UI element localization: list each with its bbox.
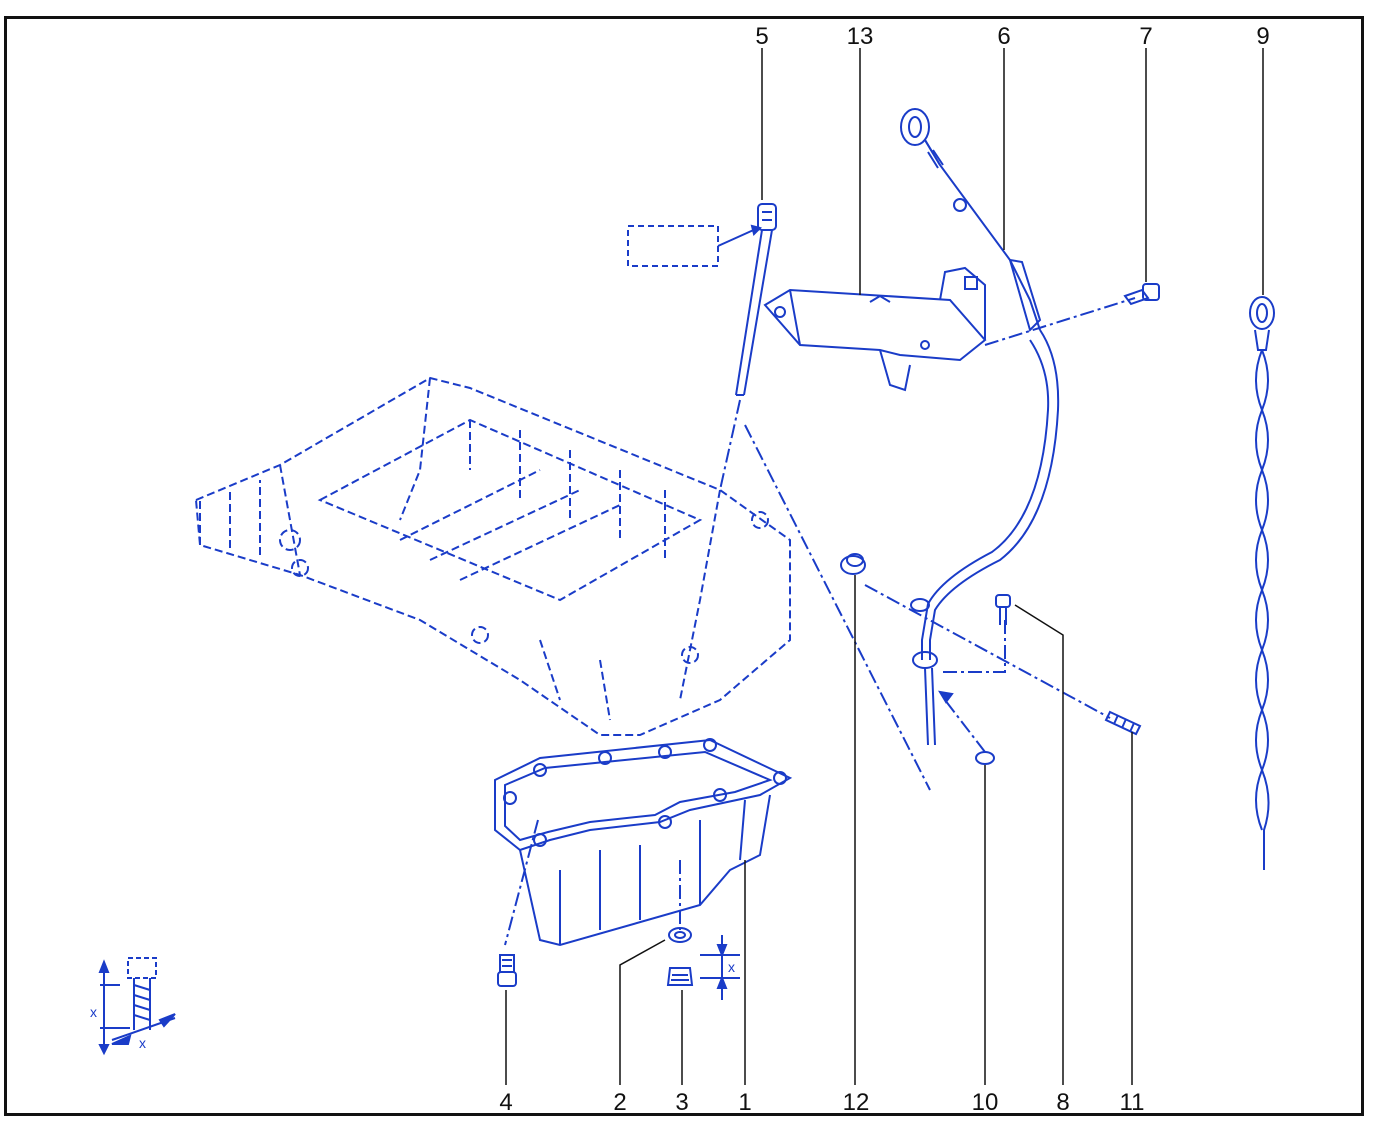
callout-4: 4 — [499, 1089, 512, 1116]
oil-sump-upper-housing — [194, 376, 791, 736]
callout-6: 6 — [997, 23, 1010, 50]
alignment-line-7 — [984, 297, 1136, 346]
callout-7: 7 — [1139, 23, 1152, 50]
oil-pan — [494, 738, 793, 947]
drain-plug — [666, 967, 694, 986]
grommet — [840, 553, 866, 575]
callout-13: 13 — [847, 23, 874, 50]
o-ring — [975, 751, 995, 765]
dipstick — [1249, 296, 1275, 870]
plug-dimension-label: x — [728, 959, 735, 975]
diagram-frame — [4, 16, 1364, 1116]
drain-plug-seal — [668, 927, 692, 943]
alignment-line-8 — [940, 620, 1006, 673]
dipstick-tube — [900, 108, 1060, 746]
stud — [1104, 710, 1142, 736]
callout-3: 3 — [675, 1089, 688, 1116]
pan-bolt — [497, 954, 517, 987]
callout-11: 11 — [1120, 1089, 1145, 1116]
reference-arrow — [717, 227, 759, 247]
bolt-dimension-vertical-label: x — [90, 1004, 97, 1020]
bolt-dimension-legend — [98, 957, 176, 1056]
dipstick-tube-upper — [735, 203, 777, 396]
alignment-line-10 — [944, 699, 986, 753]
alignment-line-12 — [744, 424, 931, 791]
reference-box — [627, 225, 719, 267]
bolt-dimension-horizontal-label: x — [139, 1035, 146, 1051]
alignment-line-11 — [864, 584, 1111, 719]
tube-bolt — [1123, 283, 1160, 306]
alignment-line-4 — [504, 819, 539, 946]
plug-dimension-marker — [700, 935, 740, 1000]
bracket — [763, 266, 987, 392]
callout-9: 9 — [1256, 23, 1269, 50]
callout-12: 12 — [843, 1089, 870, 1116]
callout-10: 10 — [972, 1089, 999, 1116]
callout-2: 2 — [613, 1089, 626, 1116]
callout-8: 8 — [1056, 1089, 1069, 1116]
alignment-line-5 — [719, 399, 741, 491]
callout-1: 1 — [738, 1089, 751, 1116]
screw — [995, 594, 1011, 625]
callout-5: 5 — [755, 23, 768, 50]
